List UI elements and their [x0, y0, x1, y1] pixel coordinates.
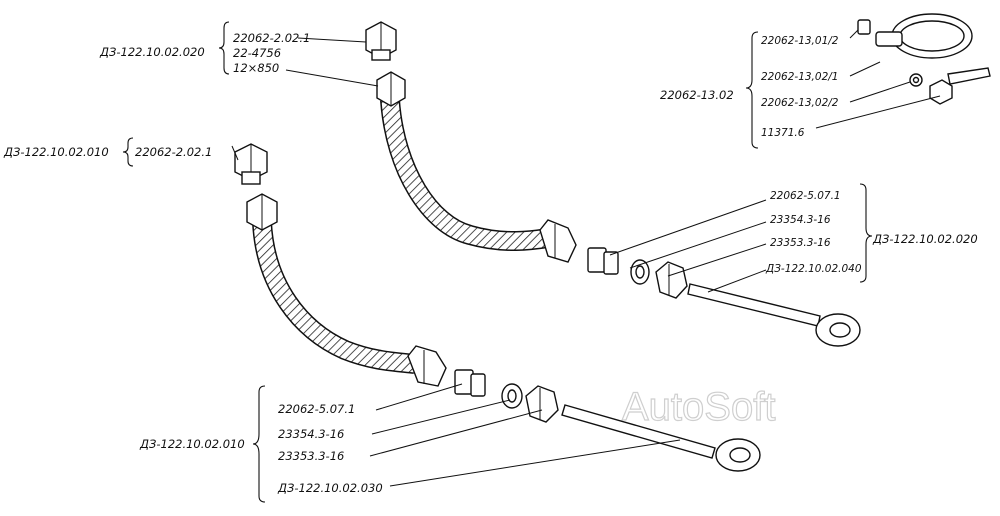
label-top-item-1: 22062-2.02.1 — [233, 31, 310, 45]
label-lower-item-3: 23353.3-16 — [278, 449, 344, 463]
upper-hose — [376, 71, 577, 263]
label-left-item-1: 22062-2.02.1 — [135, 145, 212, 159]
lower-banjo-eye — [715, 438, 761, 472]
label-clamp-item-3: 22062-13,02/2 — [761, 97, 839, 109]
labels-lower-fittings: ДЗ-122.10.02.010 22062-5.07.1 23354.3-16… — [139, 402, 383, 495]
label-top-item-2: 22-4756 — [233, 46, 281, 60]
top-loose-nut — [365, 21, 397, 61]
label-clamp-item-1: 22062-13,01/2 — [761, 35, 839, 47]
label-upper-item-2: 23354.3-16 — [770, 214, 831, 226]
label-top-item-3: 12×850 — [233, 61, 279, 75]
lower-hose — [246, 193, 447, 387]
upper-fittings — [587, 247, 861, 347]
label-upper-assembly: ДЗ-122.10.02.020 — [872, 232, 978, 246]
label-lower-item-1: 22062-5.07.1 — [278, 402, 355, 416]
leader-lines — [231, 29, 941, 487]
label-lower-item-2: 23354.3-16 — [278, 427, 344, 441]
label-clamp-assembly: 22062-13.02 — [660, 88, 734, 102]
upper-hose-end-nut — [539, 219, 577, 263]
labels-upper-fittings: 22062-5.07.1 23354.3-16 23353.3-16 ДЗ-12… — [765, 190, 978, 275]
upper-hose-top-nut — [376, 71, 406, 107]
watermark: AutoSoft — [622, 385, 775, 429]
lower-fittings — [454, 369, 761, 472]
clamp-assembly — [857, 13, 991, 105]
label-upper-item-4: ДЗ-122.10.02.040 — [765, 263, 862, 275]
lower-hose-top-nut — [246, 193, 278, 231]
labels-top-hose: ДЗ-122.10.02.020 22062-2.02.1 22-4756 12… — [99, 31, 310, 75]
label-lower-assembly: ДЗ-122.10.02.010 — [139, 437, 245, 451]
label-clamp-item-4: 11371.6 — [761, 127, 805, 139]
labels-clamp: 22062-13.02 22062-13,01/2 22062-13,02/1 … — [660, 35, 839, 139]
upper-banjo-eye — [815, 313, 861, 347]
braces — [122, 21, 873, 503]
labels-left-hose: ДЗ-122.10.02.010 22062-2.02.1 — [3, 145, 212, 159]
lower-hose-end-nut — [407, 345, 447, 387]
label-clamp-item-2: 22062-13,02/1 — [761, 71, 838, 83]
label-lower-item-4: ДЗ-122.10.02.030 — [277, 481, 383, 495]
label-left-assembly: ДЗ-122.10.02.010 — [3, 145, 109, 159]
label-upper-item-3: 23353.3-16 — [770, 237, 831, 249]
label-upper-item-1: 22062-5.07.1 — [770, 190, 841, 202]
left-loose-nut — [234, 143, 268, 185]
label-top-assembly: ДЗ-122.10.02.020 — [99, 45, 205, 59]
